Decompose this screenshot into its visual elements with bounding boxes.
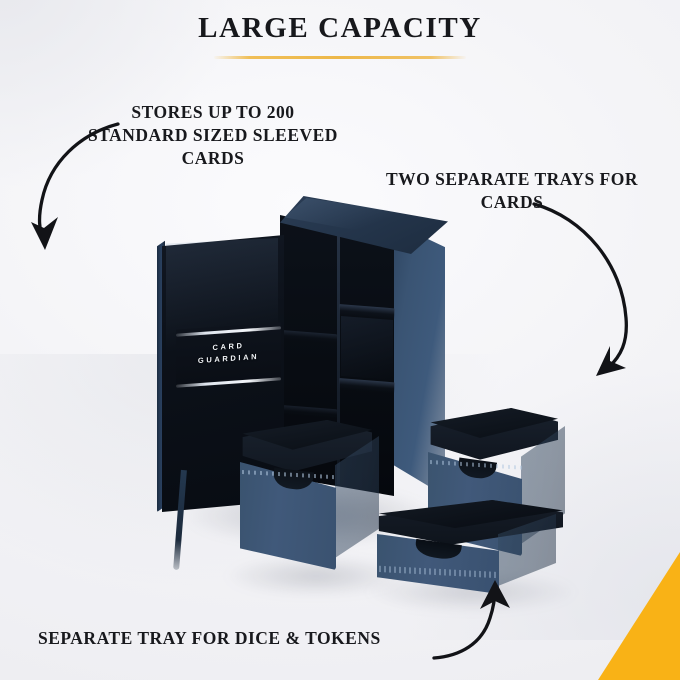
tray-stitching	[430, 460, 522, 470]
curved-arrow-icon-dice	[432, 580, 510, 660]
deck-box-shelf	[339, 378, 395, 394]
tray-front-panel	[428, 452, 522, 556]
tray-interior-back	[430, 408, 558, 460]
brand-plate	[176, 322, 281, 388]
tray-interior	[378, 500, 563, 529]
brand-plate-rule	[176, 326, 281, 337]
curved-arrow-icon-trays	[532, 202, 628, 376]
tray-stitching	[242, 470, 336, 480]
deck-box-shelf	[282, 405, 337, 419]
tray-interior-back	[242, 420, 372, 472]
title-underline-rule	[214, 56, 466, 59]
tray-stitching	[379, 565, 499, 579]
tray-side-panel	[498, 514, 556, 586]
tray-interior	[242, 420, 372, 450]
tray-side-panel	[335, 436, 379, 558]
corner-accent-triangle	[598, 552, 680, 680]
callout-stores-capacity: STORES UP TO 200 STANDARD SIZED SLEEVED …	[88, 102, 338, 168]
background-vignette-bottom-right	[390, 360, 680, 640]
callout-two-trays: TWO SEPARATE TRAYS FOR CARDS	[385, 169, 638, 212]
deck-box-lid-spine	[157, 240, 165, 512]
card-tray-right	[424, 408, 572, 558]
deck-box-lid-sheen	[166, 238, 278, 378]
deck-box-lid-strap	[173, 469, 187, 571]
tray-interior-back	[378, 500, 563, 545]
tray-side-panel	[521, 426, 565, 544]
deck-box-interior	[280, 215, 394, 496]
tray-thumb-notch	[271, 467, 315, 492]
deck-box-open-lid	[162, 235, 284, 512]
brand-logo: CARD GUARDIAN	[176, 337, 281, 369]
deck-box-divider	[337, 222, 340, 485]
card-tray-left	[235, 420, 385, 572]
deck-box-contact-shadow	[186, 486, 436, 546]
brand-plate-rule	[176, 377, 281, 388]
tray-a-contact-shadow	[226, 556, 406, 596]
brand-name-line-1: CARD	[212, 340, 245, 353]
brand-name-line-2: GUARDIAN	[197, 352, 260, 366]
callout-dice-tray: SEPARATE TRAY FOR DICE & TOKENS	[38, 628, 381, 648]
deck-box-right-panel	[390, 221, 445, 496]
tray-front-panel	[377, 534, 499, 594]
dice-token-tray	[373, 500, 569, 596]
deck-box-shelf	[282, 330, 337, 344]
deck-box-shelf	[339, 304, 395, 320]
page-title: LARGE CAPACITY	[198, 12, 482, 44]
deck-box-inner-compartment	[341, 315, 393, 381]
tray-thumb-notch	[414, 538, 462, 562]
tray-interior	[430, 408, 558, 438]
tray-front-panel	[240, 462, 336, 570]
tray-c-contact-shadow	[366, 572, 576, 612]
page-heading: LARGE CAPACITY	[0, 14, 680, 59]
tray-thumb-notch	[456, 457, 498, 481]
